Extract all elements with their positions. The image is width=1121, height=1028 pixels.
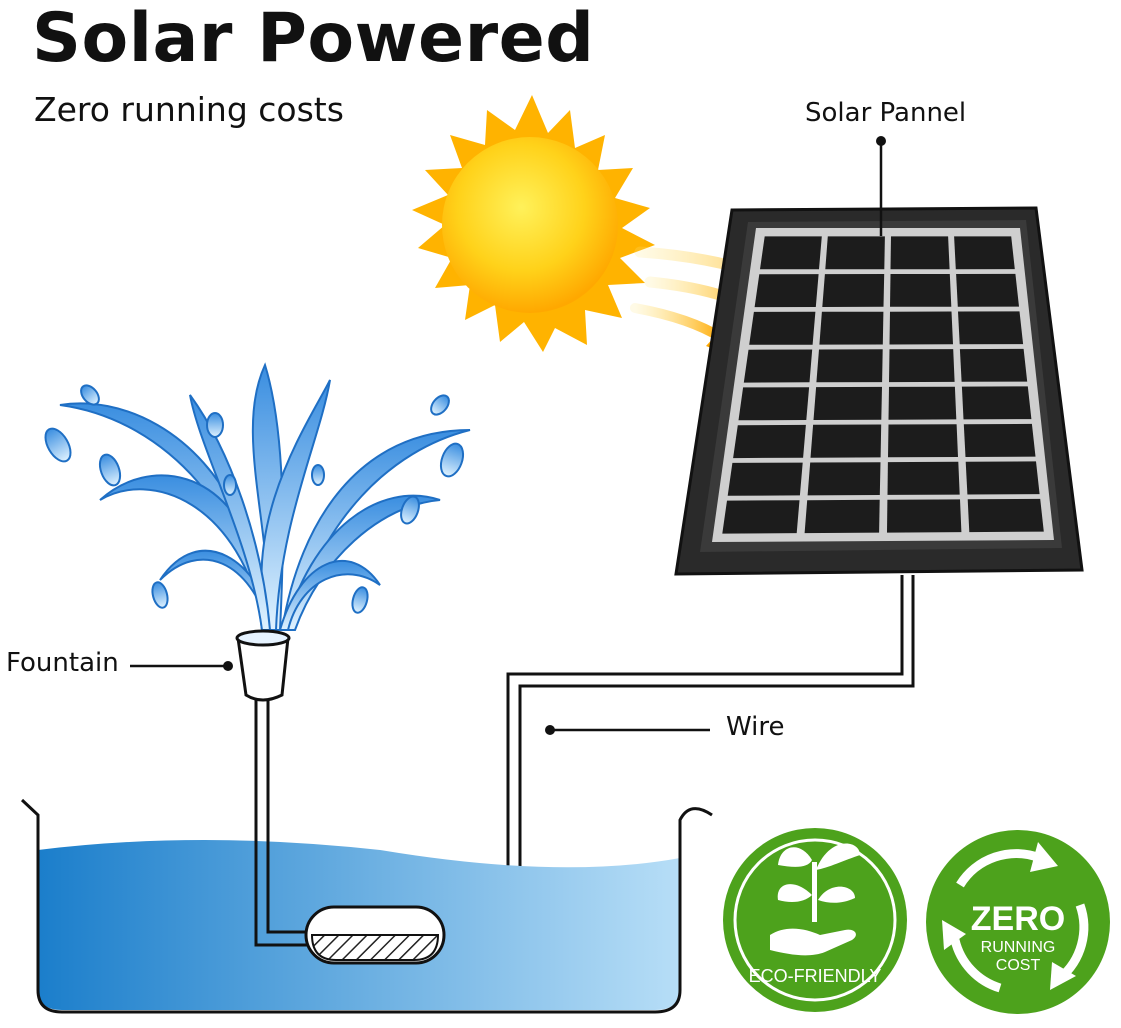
solar-cell [822, 274, 885, 307]
wire-label: Wire [726, 712, 785, 742]
recycle-arrowheads [942, 842, 1076, 990]
solar-cell [727, 462, 803, 496]
fountain-pipe [254, 700, 310, 947]
solar-cell [887, 499, 962, 533]
eco-friendly-text: ECO-FRIENDLY [749, 966, 882, 986]
solar-cell [738, 387, 810, 421]
solar-cell [959, 348, 1028, 382]
solar-panel [674, 206, 1084, 576]
cost-text: COST [996, 957, 1041, 974]
solar-cell [743, 349, 813, 383]
eco-friendly-badge: ECO-FRIENDLY [723, 828, 907, 1012]
solar-cell [804, 499, 880, 534]
solar-cell [965, 461, 1040, 495]
sun-icon [412, 95, 655, 352]
page-subtitle: Zero running costs [34, 90, 344, 129]
fountain-label: Fountain [6, 648, 119, 678]
solar-cell [890, 236, 950, 270]
fountain-nozzle [235, 629, 291, 702]
solar-cell [819, 311, 884, 345]
solar-cell [722, 500, 800, 534]
solar-cell [958, 311, 1024, 345]
solar-cell [890, 274, 952, 307]
solar-cell [889, 349, 955, 383]
water-spray-icon [44, 362, 471, 631]
running-text: RUNNING [981, 939, 1056, 956]
solar-cell [810, 424, 882, 458]
zero-text: ZERO [971, 900, 1065, 938]
solar-cell [816, 349, 883, 383]
page-title: Solar Powered [32, 0, 595, 78]
solar-cell [825, 236, 885, 270]
wire-pointer [545, 725, 710, 735]
solar-cell [889, 311, 953, 345]
solar-cell [961, 386, 1032, 420]
solar-cell [954, 236, 1015, 270]
solar-cell [807, 462, 881, 496]
solar-cell [888, 424, 958, 458]
solar-cell [760, 236, 822, 270]
pump [304, 905, 446, 965]
solar-cell [749, 311, 816, 345]
zero-running-cost-badge: ZERO RUNNING COST [926, 830, 1110, 1014]
hand-leaf-icon [770, 843, 860, 956]
fountain-pointer [130, 661, 233, 671]
solar-panel-label: Solar Pannel [805, 98, 967, 128]
solar-cell [888, 386, 957, 420]
solar-cell [956, 273, 1019, 307]
solar-cell [813, 386, 882, 420]
solar-cell [967, 498, 1044, 533]
solar-cell [754, 274, 819, 308]
solar-cells [722, 236, 1044, 534]
solar-cell [733, 424, 806, 459]
solar-cell [887, 461, 960, 495]
solar-panel-pointer [876, 136, 886, 236]
solar-cell [963, 423, 1036, 457]
